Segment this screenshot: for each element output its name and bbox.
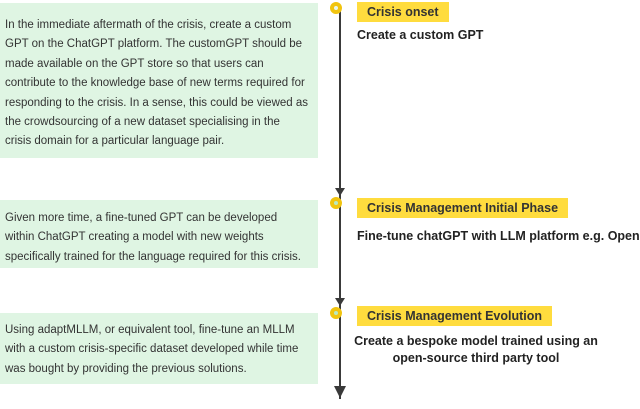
timeline-marker-evolution [330, 307, 342, 319]
phase-title-crisis-onset: Crisis onset [357, 2, 449, 22]
description-box-evolution: Using adaptMLLM, or equivalent tool, fin… [0, 313, 318, 384]
phase-subtitle-evolution: Create a bespoke model trained using an … [353, 333, 599, 367]
phase-title-initial-phase: Crisis Management Initial Phase [357, 198, 569, 218]
phase-subtitle-crisis-onset: Create a custom GPT [357, 27, 483, 44]
timeline-marker-crisis-onset [330, 2, 342, 14]
subtitle-line: Create a custom GPT [357, 28, 484, 42]
subtitle-line: open-source third party tool [392, 351, 560, 365]
description-text: In the immediate aftermath of the crisis… [5, 19, 309, 148]
timeline-marker-initial-phase [330, 197, 342, 209]
description-box-initial-phase: Given more time, a fine-tuned GPT can be… [0, 200, 318, 268]
subtitle-line: Create a bespoke model trained using an [354, 334, 598, 348]
arrow-down-icon [334, 386, 346, 398]
description-text: Given more time, a fine-tuned GPT can be… [5, 212, 301, 263]
phase-subtitle-initial-phase: Fine-tune chatGPT with LLM platform e.g.… [357, 228, 640, 245]
subtitle-line: Fine-tune chatGPT with LLM platform e.g.… [357, 229, 640, 243]
description-box-crisis-onset: In the immediate aftermath of the crisis… [0, 3, 318, 158]
description-text: Using adaptMLLM, or equivalent tool, fin… [5, 324, 299, 375]
arrow-down-icon [335, 298, 345, 306]
arrow-down-icon [335, 188, 345, 196]
phase-title-evolution: Crisis Management Evolution [357, 306, 553, 326]
